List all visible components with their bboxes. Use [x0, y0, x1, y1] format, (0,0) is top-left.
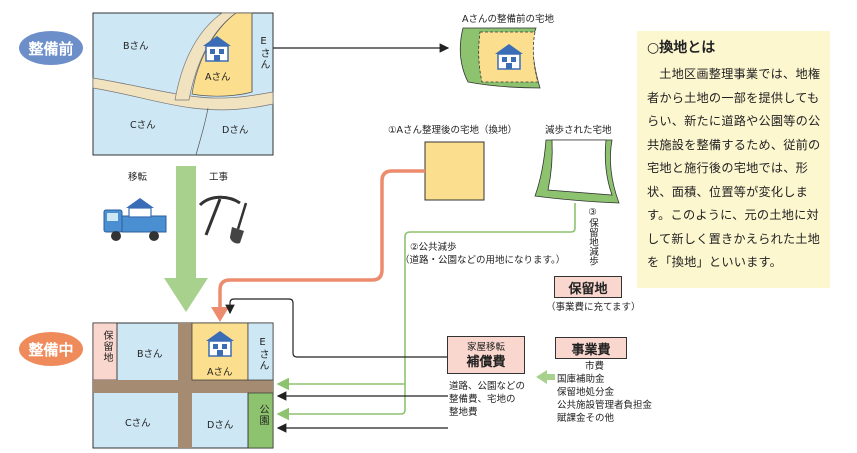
truck-icon	[103, 198, 167, 241]
explanation-title: ○換地とは	[647, 40, 716, 56]
before-map-d-label: Dさん	[222, 125, 249, 136]
reserve-reduction-label: ③保留地減歩	[587, 207, 598, 266]
a-before-title: Aさんの整備前の宅地	[462, 14, 554, 25]
compensation-use-item: 整地費	[449, 407, 478, 418]
before-map-b-label: Bさん	[123, 41, 149, 52]
project-cost-source: 国庫補助金	[557, 374, 605, 385]
reserve-box-note: （事業費に充てます）	[546, 302, 641, 313]
before-map	[92, 12, 274, 156]
green-arrow-cost	[536, 370, 547, 384]
pickaxe-shovel-icon	[198, 195, 248, 244]
compensation-use-item: 整備費、宅地の	[449, 394, 516, 405]
orange-arrowhead	[211, 307, 229, 322]
during-map-e-label: Eさん	[257, 337, 268, 371]
reduced-lot	[534, 139, 620, 204]
during-map-b-label: Bさん	[137, 349, 163, 360]
house-icon	[495, 44, 523, 70]
project-cost-source: 保留地処分金	[557, 387, 615, 398]
before-map-e-label: Eさん	[258, 36, 269, 70]
a-after-title: ①Aさん整理後の宅地（換地）	[388, 125, 518, 136]
move-label: 移転	[128, 172, 148, 183]
compensation-box-line2: 補償費	[466, 355, 506, 370]
reduced-title: 減歩された宅地	[545, 125, 612, 136]
during-map-reserve-label: 保留地	[101, 330, 112, 363]
construction-label: 工事	[209, 172, 229, 183]
project-cost-source: 賦課金その他	[557, 413, 615, 424]
explanation-panel: ○換地とは 土地区画整理事業では、地権者から土地の一部を提供してもらい、新たに道…	[637, 31, 830, 288]
during-map-d-label: Dさん	[207, 420, 234, 431]
black-arrow-compensation	[225, 298, 447, 358]
during-map-park-label: 公園	[257, 404, 268, 426]
during-label: 整備中	[19, 332, 83, 366]
compensation-box: 家屋移転 補償費	[447, 336, 525, 374]
before-map-c-label: Cさん	[130, 120, 156, 131]
project-cost-box-label: 事業費	[571, 342, 611, 358]
compensation-box-line1: 家屋移転	[466, 342, 505, 353]
green-arrow-cost-shaft	[547, 374, 555, 380]
explanation-body: 土地区画整理事業では、地権者から土地の一部を提供してもらい、新たに道路や公園等の…	[647, 67, 821, 269]
compensation-use-item: 道路、公園などの	[449, 381, 526, 392]
project-cost-sources: 市費 国庫補助金 保留地処分金 公共施設管理者負担金 賦課金その他	[557, 360, 652, 425]
public-reduction-label: ②公共減歩	[410, 242, 457, 253]
public-reduction-note: （道路・公園などの用地になります。）	[400, 255, 566, 266]
compensation-uses: 道路、公園などの 整備費、宅地の 整地費	[449, 380, 525, 419]
project-cost-source: 市費	[585, 361, 605, 372]
green-arrow-public	[276, 203, 576, 421]
before-label: 整備前	[19, 31, 83, 65]
orange-arrow	[218, 169, 425, 310]
before-map-a-label: Aさん	[205, 72, 231, 83]
during-map-a-label: Aさん	[207, 367, 233, 378]
reserve-box: 保留地	[554, 276, 622, 298]
reserve-box-label: 保留地	[568, 281, 608, 297]
during-map	[92, 322, 274, 449]
project-cost-box: 事業費	[555, 337, 627, 359]
house-icon	[206, 331, 234, 357]
a-after-lot	[424, 141, 485, 201]
project-cost-source: 公共施設管理者負担金	[557, 400, 653, 411]
big-down-arrow	[164, 166, 208, 312]
house-icon	[203, 36, 231, 62]
during-map-c-label: Cさん	[125, 418, 151, 429]
